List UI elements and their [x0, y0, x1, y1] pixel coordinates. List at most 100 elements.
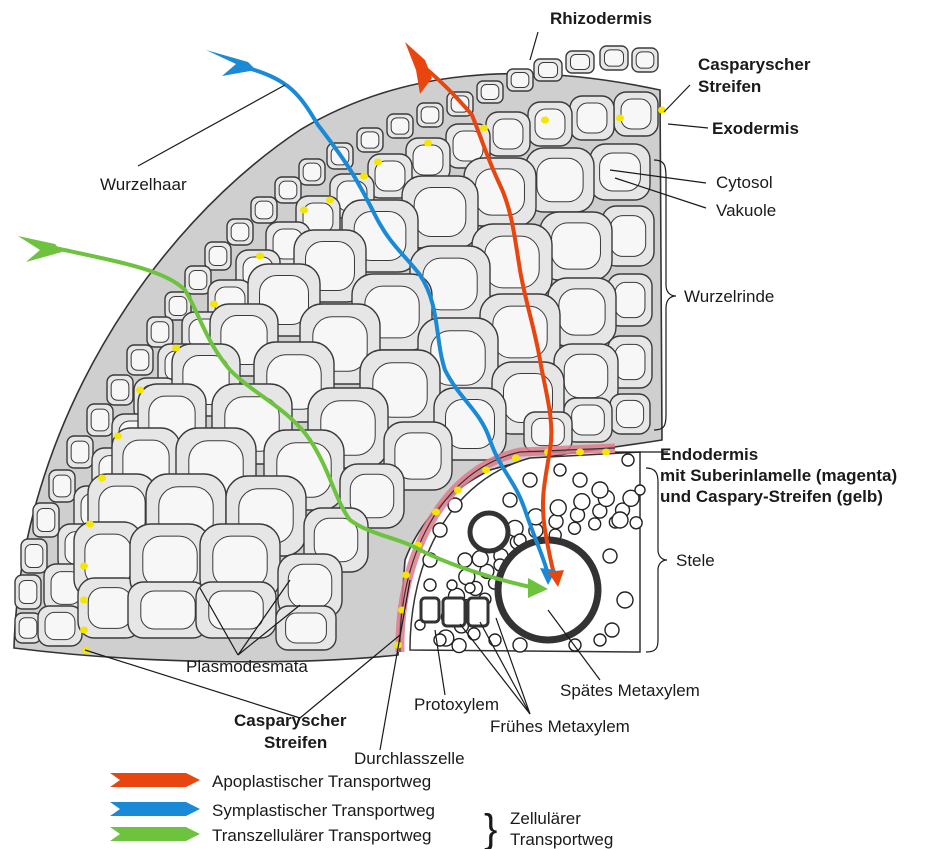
vacuole: [413, 145, 443, 175]
label-caspary-bottom-1: Casparyscher: [234, 711, 347, 730]
caspary-strip-dot: [98, 475, 106, 482]
label-wurzelhaar: Wurzelhaar: [100, 175, 187, 194]
plant-cell: [417, 103, 443, 127]
vacuole: [535, 109, 565, 139]
vacuole: [532, 418, 565, 445]
stele-cell: [617, 592, 633, 608]
caspary-strip-dot: [374, 159, 382, 166]
vacuole: [255, 201, 273, 219]
caspary-strip-dot: [616, 115, 624, 122]
caspary-strip-dot: [360, 173, 368, 180]
stele-cell: [594, 634, 606, 646]
vacuole: [143, 536, 197, 588]
label-endodermis-3: und Caspary-Streifen (gelb): [660, 487, 883, 506]
vacuole: [213, 536, 267, 588]
vacuole: [209, 246, 227, 265]
label-caspary-top-1: Casparyscher: [698, 55, 811, 74]
stele-cell: [573, 473, 587, 487]
stele-cell: [605, 623, 619, 637]
caspary-strip-dot: [80, 627, 88, 634]
vacuole: [391, 118, 409, 134]
vacuole: [361, 132, 379, 148]
label-caspary-top-2: Streifen: [698, 77, 761, 96]
vacuole: [552, 223, 601, 269]
caspary-strip-dot: [480, 125, 488, 132]
plant-cell: [632, 48, 658, 72]
plant-cell: [147, 317, 173, 347]
protoxylem-vessel: [421, 598, 439, 622]
vacuole: [615, 282, 645, 317]
caspary-strip-dot: [482, 467, 490, 474]
label-durchlasszelle: Durchlasszelle: [354, 749, 465, 768]
transcellular-arrow-tail: [18, 236, 62, 262]
stele-cell: [549, 515, 563, 529]
plant-cell: [275, 177, 301, 203]
stele-cell: [489, 634, 501, 646]
vacuole: [303, 163, 321, 181]
caspary-strip-dot: [602, 449, 610, 456]
stele-cell: [630, 517, 642, 529]
vacuole: [616, 400, 643, 427]
plant-cell: [67, 436, 93, 468]
label-endodermis-2: mit Suberinlamelle (magenta): [660, 466, 897, 485]
caspary-strip-dot: [300, 207, 308, 214]
label-vakuole: Vakuole: [716, 201, 776, 220]
vacuole: [111, 380, 129, 400]
caspary-strip-dot: [256, 253, 264, 260]
legend-group-label-2: Transportweg: [510, 830, 613, 849]
stele-cell: [554, 464, 566, 476]
vacuole: [421, 107, 439, 123]
caspary-strip-dot: [432, 509, 440, 516]
vacuole: [141, 591, 195, 629]
legend-label-apoplast: Apoplastischer Transportweg: [212, 772, 431, 791]
legend: Apoplastischer Transportweg Symplastisch…: [110, 772, 613, 849]
plant-cell: [38, 606, 82, 646]
vacuole: [131, 350, 149, 370]
caspary-strip-dot: [80, 563, 88, 570]
stele-cell: [550, 500, 566, 516]
label-rhizodermis: Rhizodermis: [550, 9, 652, 28]
caspary-strip-dot: [114, 433, 122, 440]
stele-cell: [603, 549, 617, 563]
vacuole: [485, 236, 539, 288]
legend-group-brace: }: [484, 807, 497, 849]
vacuole: [414, 188, 466, 237]
vacuole: [71, 441, 89, 463]
vacuole: [88, 588, 132, 629]
vacuole: [19, 580, 37, 603]
plant-cell: [299, 159, 325, 185]
vacuole: [209, 591, 263, 629]
vacuole: [45, 612, 75, 639]
label-endodermis-1: Endodermis: [660, 445, 758, 464]
plant-cell: [387, 114, 413, 138]
vacuole: [511, 73, 529, 88]
legend-arrow-transcellular: [110, 827, 200, 841]
caspary-strip-dot: [576, 449, 584, 456]
caspary-strip-dot: [86, 521, 94, 528]
plant-cell: [33, 503, 59, 537]
stele-cell: [612, 512, 628, 528]
label-exodermis: Exodermis: [712, 119, 799, 138]
vacuole: [189, 270, 207, 289]
vacuole: [636, 52, 654, 68]
stele-cell: [635, 485, 645, 495]
label-cytosol: Cytosol: [716, 173, 773, 192]
vacuole: [559, 289, 605, 335]
vacuole: [151, 322, 169, 342]
plant-cell: [610, 394, 650, 434]
vacuole: [564, 354, 608, 398]
early-metaxylem-vessel: [443, 598, 465, 626]
stele-cell: [569, 522, 581, 534]
stele-cell: [424, 579, 436, 591]
vacuole: [25, 544, 43, 567]
legend-item-transcellular: Transzellulärer Transportweg: [110, 826, 432, 845]
symplastic-arrow-tail: [206, 50, 256, 76]
stele-cell: [447, 580, 457, 590]
caspary-strip-dot: [326, 197, 334, 204]
caspary-strip-dot: [454, 487, 462, 494]
plant-cell: [21, 539, 47, 573]
legend-arrow-apoplast: [110, 773, 200, 787]
vacuole: [481, 85, 499, 100]
caspary-strip-dot: [424, 140, 432, 147]
